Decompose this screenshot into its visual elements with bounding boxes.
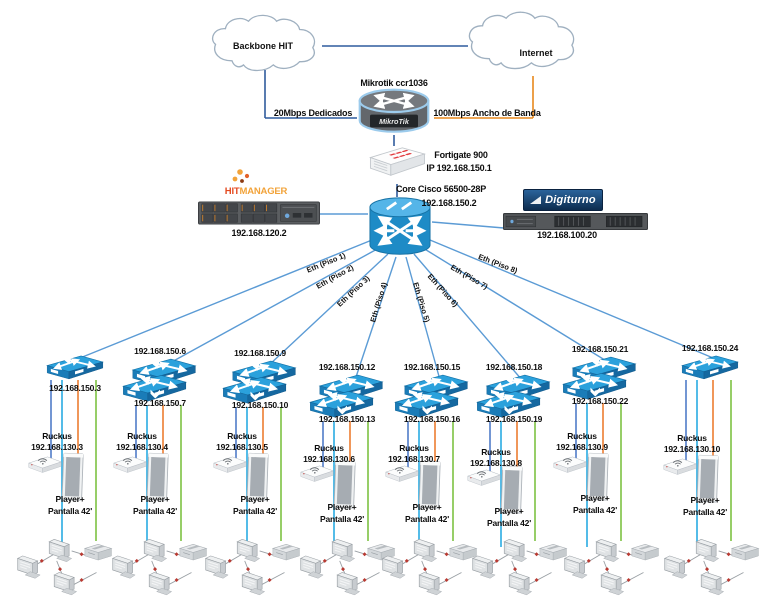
cloud-internet[interactable] bbox=[464, 9, 582, 73]
switch-ip-label: 192.168.150.3 bbox=[49, 383, 101, 393]
core-name-label: Core Cisco 56500-28P bbox=[395, 184, 487, 194]
ruckus-label: Ruckus bbox=[677, 433, 707, 443]
switch-icon[interactable] bbox=[46, 354, 104, 382]
switch-ip-label: 192.168.150.13 bbox=[318, 414, 376, 424]
digiturno-brand-text: Digiturno bbox=[545, 194, 596, 206]
pantalla-label: Pantalla 42' bbox=[47, 506, 93, 516]
hitmanager-brand-right: MANAGER bbox=[239, 186, 288, 197]
player-label: Player+ bbox=[140, 494, 170, 504]
player-label: Player+ bbox=[580, 493, 610, 503]
ruckus-label: Ruckus bbox=[481, 447, 511, 457]
ruckus-ip-label: 192.168.130.9 bbox=[556, 442, 608, 452]
access-point-icon[interactable] bbox=[27, 455, 63, 475]
ruckus-label: Ruckus bbox=[127, 431, 157, 441]
player-label: Player+ bbox=[494, 506, 524, 516]
switch-ip-label: 192.168.150.12 bbox=[318, 362, 376, 372]
pc-cluster-icon[interactable] bbox=[203, 536, 303, 604]
ruckus-ip-label: 192.168.130.4 bbox=[116, 442, 168, 452]
access-point-icon[interactable] bbox=[552, 455, 588, 475]
ruckus-label: Ruckus bbox=[42, 431, 72, 441]
access-point-icon[interactable] bbox=[112, 455, 148, 475]
player-label: Player+ bbox=[240, 494, 270, 504]
pc-cluster-icon[interactable] bbox=[662, 536, 762, 604]
access-point-icon[interactable] bbox=[662, 457, 698, 477]
switch-ip-label: 192.168.150.10 bbox=[231, 400, 289, 410]
eth-piso-label: Eth (Piso 3) bbox=[335, 273, 372, 308]
core-switch-icon[interactable] bbox=[367, 196, 433, 258]
access-point-icon[interactable] bbox=[466, 468, 502, 488]
ruckus-ip-label: 192.168.130.8 bbox=[470, 458, 522, 468]
switch-ip-label: 192.168.150.16 bbox=[403, 414, 461, 424]
switch-ip-label: 192.168.150.7 bbox=[134, 398, 186, 408]
eth-piso-label: Eth (Piso 6) bbox=[426, 272, 461, 309]
cloud-backbone[interactable] bbox=[207, 13, 323, 74]
ruckus-ip-label: 192.168.130.5 bbox=[216, 442, 268, 452]
hitmanager-brand-left: HIT bbox=[224, 186, 240, 197]
digiturno-logo: Digiturno bbox=[523, 189, 603, 211]
player-label: Player+ bbox=[412, 502, 442, 512]
pc-cluster-icon[interactable] bbox=[470, 536, 570, 604]
ruckus-ip-label: 192.168.130.3 bbox=[31, 442, 83, 452]
eth-piso-label: Eth (Piso 4) bbox=[368, 281, 389, 324]
pc-cluster-icon[interactable] bbox=[380, 536, 480, 604]
player-label: Player+ bbox=[55, 494, 85, 504]
pc-cluster-icon[interactable] bbox=[110, 536, 210, 604]
ruckus-label: Ruckus bbox=[314, 443, 344, 453]
switch-ip-label: 192.168.150.19 bbox=[485, 414, 543, 424]
access-point-icon[interactable] bbox=[299, 464, 335, 484]
switch-ip-label: 192.168.150.22 bbox=[571, 396, 629, 406]
ruckus-ip-label: 192.168.130.7 bbox=[388, 454, 440, 464]
access-point-icon[interactable] bbox=[212, 455, 248, 475]
switch-ip-label: 192.168.150.24 bbox=[681, 343, 739, 353]
eth-piso-label: Eth (Piso 5) bbox=[411, 281, 432, 324]
ruckus-ip-label: 192.168.130.10 bbox=[663, 444, 721, 454]
ruckus-ip-label: 192.168.130.6 bbox=[303, 454, 355, 464]
cloud-icon bbox=[468, 11, 575, 70]
switch-ip-label: 192.168.150.9 bbox=[234, 348, 286, 358]
hitmanager-logo-text: HITMANAGER bbox=[224, 186, 288, 197]
switch-ip-label: 192.168.150.6 bbox=[134, 346, 186, 356]
player-label: Player+ bbox=[690, 495, 720, 505]
eth-piso-label: Eth (Piso 8) bbox=[477, 252, 519, 275]
cloud-backbone-label: Backbone HIT bbox=[232, 41, 294, 51]
core-ip-label: 192.168.150.2 bbox=[421, 198, 477, 208]
switch-ip-label: 192.168.150.15 bbox=[403, 362, 461, 372]
pantalla-label: Pantalla 42' bbox=[232, 506, 278, 516]
pantalla-label: Pantalla 42' bbox=[132, 506, 178, 516]
right-link-label: 100Mbps Ancho de Banda bbox=[433, 108, 541, 118]
mikrotik-router-icon[interactable]: MikroTik bbox=[356, 88, 432, 136]
hitmanager-logo-icon bbox=[230, 168, 252, 186]
pantalla-label: Pantalla 42' bbox=[486, 518, 532, 528]
pantalla-label: Pantalla 42' bbox=[572, 505, 618, 515]
cloud-icon bbox=[212, 14, 316, 72]
pc-cluster-icon[interactable] bbox=[562, 536, 662, 604]
router-name-label: Mikrotik ccr1036 bbox=[360, 78, 428, 88]
pc-cluster-icon[interactable] bbox=[15, 536, 115, 604]
cloud-internet-label: Internet bbox=[519, 48, 553, 58]
switch-icon[interactable] bbox=[681, 354, 739, 382]
pantalla-label: Pantalla 42' bbox=[319, 514, 365, 524]
hitmanager-ip-label: 192.168.120.2 bbox=[231, 228, 287, 238]
firewall-name-label: Fortigate 900 bbox=[434, 150, 488, 160]
player-label: Player+ bbox=[327, 502, 357, 512]
left-link-label: 20Mbps Dedicados bbox=[273, 108, 353, 118]
ruckus-label: Ruckus bbox=[227, 431, 257, 441]
digiturno-swoosh-icon bbox=[530, 196, 542, 204]
digiturno-ip-label: 192.168.100.20 bbox=[537, 230, 597, 240]
firewall-ip-label: IP 192.168.150.1 bbox=[426, 163, 492, 173]
router-brand-text: MikroTik bbox=[379, 117, 410, 126]
switch-ip-label: 192.168.150.21 bbox=[571, 344, 629, 354]
ruckus-label: Ruckus bbox=[567, 431, 597, 441]
digiturno-server-icon[interactable] bbox=[503, 213, 648, 230]
access-point-icon[interactable] bbox=[384, 464, 420, 484]
switch-ip-label: 192.168.150.18 bbox=[485, 362, 543, 372]
fortigate-firewall-icon[interactable] bbox=[366, 145, 428, 186]
pantalla-label: Pantalla 42' bbox=[682, 507, 728, 517]
eth-piso-label: Eth (Piso 7) bbox=[449, 263, 490, 292]
ruckus-label: Ruckus bbox=[399, 443, 429, 453]
hitmanager-server-icon[interactable] bbox=[198, 201, 320, 225]
pantalla-label: Pantalla 42' bbox=[404, 514, 450, 524]
